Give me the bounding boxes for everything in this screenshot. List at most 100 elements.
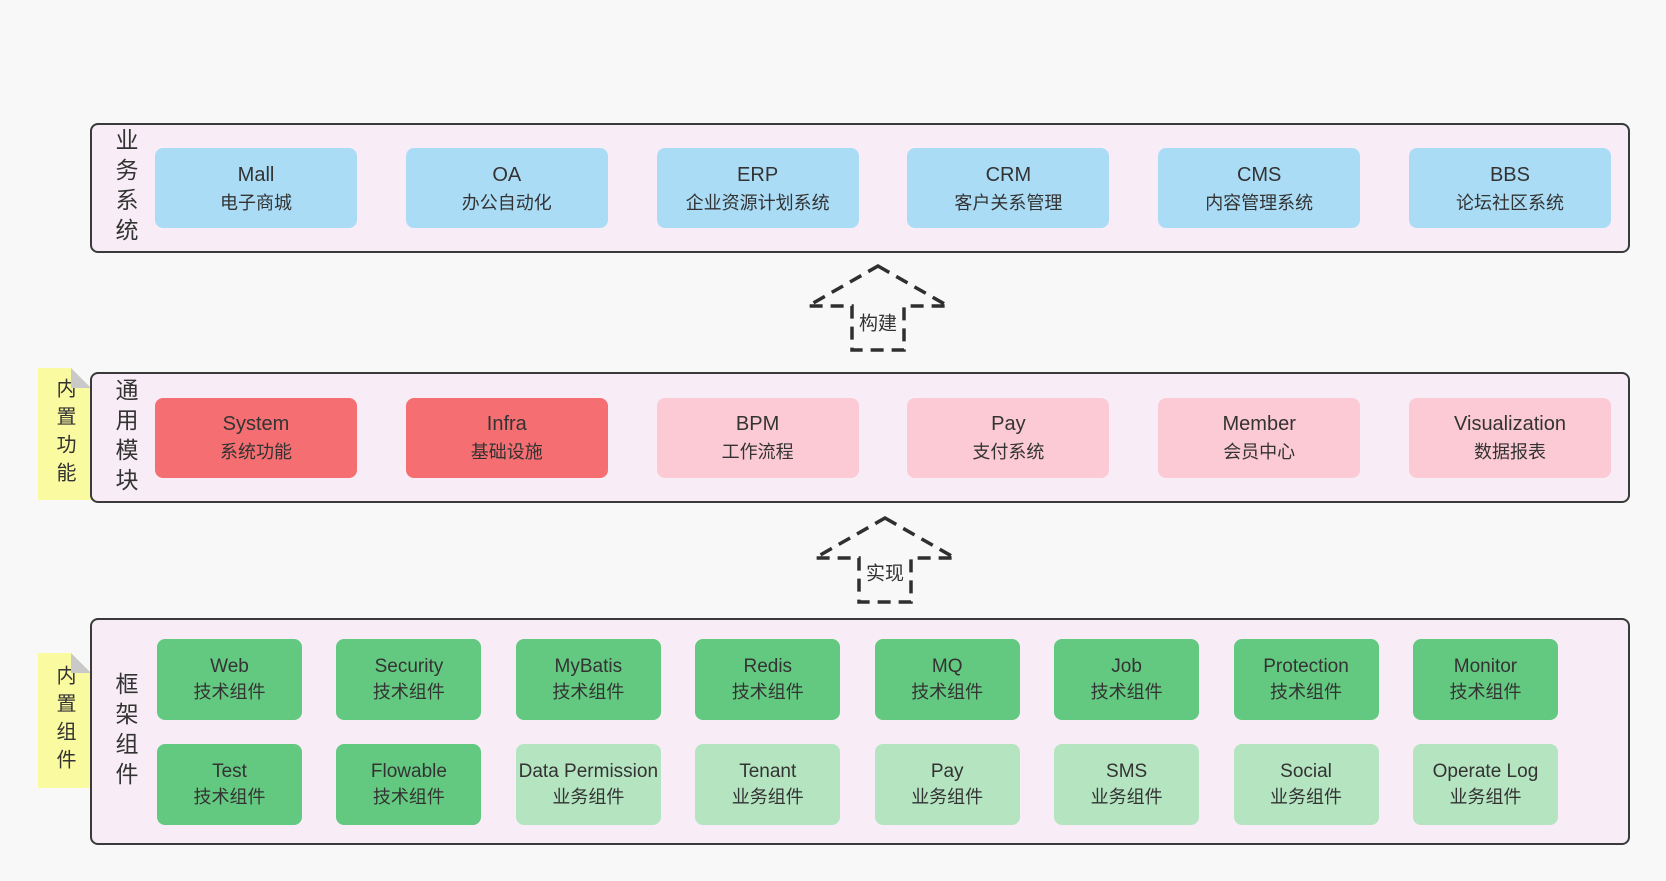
modules-boxes-row: System 系统功能 Infra 基础设施 BPM 工作流程 Pay 支付系统… xyxy=(155,374,1611,501)
box-subtitle: 会员中心 xyxy=(1223,442,1296,462)
band-label-framework-components: 框架组件 xyxy=(112,671,138,792)
box-title: Job xyxy=(1111,656,1142,678)
box-title: Operate Log xyxy=(1432,761,1539,783)
implement-arrow-icon xyxy=(808,515,962,604)
box-mybatis: MyBatis 技术组件 xyxy=(515,638,661,720)
box-subtitle: 客户关系管理 xyxy=(954,192,1063,213)
sticky-note-label: 内置功能 xyxy=(53,378,75,490)
box-subtitle: 系统功能 xyxy=(220,442,292,462)
box-title: Member xyxy=(1222,413,1296,435)
box-title: Web xyxy=(210,656,249,678)
box-security: Security 技术组件 xyxy=(336,638,482,720)
box-title: CRM xyxy=(985,163,1032,186)
box-subtitle: 技术组件 xyxy=(1449,681,1522,702)
box-monitor: Monitor 技术组件 xyxy=(1412,638,1558,720)
box-title: Data Permission xyxy=(518,761,659,783)
box-sms: SMS 业务组件 xyxy=(1054,743,1200,825)
box-mq: MQ 技术组件 xyxy=(874,638,1020,720)
box-subtitle: 电子商城 xyxy=(220,192,292,213)
box-subtitle: 办公自动化 xyxy=(461,192,552,213)
box-title: Visualization xyxy=(1454,413,1566,435)
sticky-note-label: 内置组件 xyxy=(53,664,75,777)
box-title: Protection xyxy=(1263,656,1349,678)
band-label-common-modules: 通用模块 xyxy=(112,377,138,498)
business-boxes-row: Mall 电子商城 OA 办公自动化 ERP 企业资源计划系统 CRM 客户关系… xyxy=(155,125,1611,251)
box-title: Social xyxy=(1280,761,1332,783)
band-framework-components: 框架组件 Web 技术组件 Security 技术组件 MyBatis 技术组件… xyxy=(90,618,1630,845)
box-tenant: Tenant 业务组件 xyxy=(695,743,841,825)
box-mall: Mall 电子商城 xyxy=(155,148,357,228)
box-title: System xyxy=(222,413,290,435)
box-title: SMS xyxy=(1106,761,1148,783)
box-title: MyBatis xyxy=(554,656,623,678)
box-title: ERP xyxy=(737,163,779,186)
box-title: OA xyxy=(492,163,522,186)
box-subtitle: 技术组件 xyxy=(1090,681,1163,702)
box-title: Security xyxy=(374,656,444,678)
box-oa: OA 办公自动化 xyxy=(405,148,608,228)
box-subtitle: 数据报表 xyxy=(1473,442,1546,462)
box-subtitle: 技术组件 xyxy=(552,681,625,702)
box-bbs: BBS 论坛社区系统 xyxy=(1408,148,1611,228)
box-cms: CMS 内容管理系统 xyxy=(1158,148,1361,228)
box-protection: Protection 技术组件 xyxy=(1233,638,1379,720)
folded-corner-icon xyxy=(71,653,91,673)
box-title: Test xyxy=(212,761,247,783)
build-arrow-label: 构建 xyxy=(854,307,902,337)
box-title: CMS xyxy=(1236,163,1282,186)
box-subtitle: 工作流程 xyxy=(721,442,794,462)
box-subtitle: 业务组件 xyxy=(1270,786,1343,807)
box-web: Web 技术组件 xyxy=(157,638,302,720)
box-flowable: Flowable 技术组件 xyxy=(336,743,482,825)
box-crm: CRM 客户关系管理 xyxy=(907,148,1110,228)
box-subtitle: 内容管理系统 xyxy=(1205,192,1314,213)
box-bpm: BPM 工作流程 xyxy=(656,397,859,478)
box-job: Job 技术组件 xyxy=(1054,638,1200,720)
box-title: MQ xyxy=(931,656,963,678)
box-operate-log: Operate Log 业务组件 xyxy=(1412,743,1558,825)
box-member: Member 会员中心 xyxy=(1158,397,1361,478)
components-row-1: Web 技术组件 Security 技术组件 MyBatis 技术组件 Redi… xyxy=(157,638,1558,720)
band-business-systems: 业务系统 Mall 电子商城 OA 办公自动化 ERP 企业资源计划系统 CRM… xyxy=(90,123,1630,253)
box-title: Flowable xyxy=(370,761,447,783)
band-common-modules: 通用模块 System 系统功能 Infra 基础设施 BPM 工作流程 Pay… xyxy=(90,372,1630,503)
box-subtitle: 技术组件 xyxy=(193,786,266,807)
box-title: Tenant xyxy=(739,761,797,783)
box-title: Redis xyxy=(743,656,793,678)
box-subtitle: 论坛社区系统 xyxy=(1455,192,1564,213)
box-erp: ERP 企业资源计划系统 xyxy=(656,148,859,228)
box-title: Monitor xyxy=(1453,656,1518,678)
box-pay-biz: Pay 业务组件 xyxy=(874,743,1020,825)
box-subtitle: 技术组件 xyxy=(372,786,445,807)
box-subtitle: 业务组件 xyxy=(731,786,804,807)
box-subtitle: 支付系统 xyxy=(972,442,1045,462)
box-subtitle: 技术组件 xyxy=(193,681,266,702)
box-subtitle: 业务组件 xyxy=(1449,786,1522,807)
box-subtitle: 业务组件 xyxy=(911,786,984,807)
box-subtitle: 技术组件 xyxy=(372,681,445,702)
box-title: Infra xyxy=(486,413,527,435)
sticky-note-built-in-components: 内置组件 xyxy=(38,653,91,788)
box-subtitle: 业务组件 xyxy=(1090,786,1163,807)
box-infra: Infra 基础设施 xyxy=(405,397,608,478)
box-subtitle: 技术组件 xyxy=(1270,681,1343,702)
box-test: Test 技术组件 xyxy=(157,743,302,825)
box-title: Mall xyxy=(237,163,275,186)
box-subtitle: 业务组件 xyxy=(552,786,625,807)
box-subtitle: 企业资源计划系统 xyxy=(685,192,830,213)
implement-arrow-label: 实现 xyxy=(861,557,909,587)
box-title: Pay xyxy=(991,413,1026,435)
sticky-note-built-in-features: 内置功能 xyxy=(38,368,91,500)
box-title: Pay xyxy=(930,761,964,783)
box-social: Social 业务组件 xyxy=(1233,743,1379,825)
build-arrow-icon xyxy=(801,263,955,352)
box-title: BBS xyxy=(1489,163,1530,186)
folded-corner-icon xyxy=(71,368,91,388)
box-title: BPM xyxy=(735,413,780,435)
box-subtitle: 技术组件 xyxy=(731,681,804,702)
box-redis: Redis 技术组件 xyxy=(695,638,841,720)
components-grid: Web 技术组件 Security 技术组件 MyBatis 技术组件 Redi… xyxy=(157,620,1558,843)
box-system: System 系统功能 xyxy=(155,397,357,478)
box-data-permission: Data Permission 业务组件 xyxy=(515,743,661,825)
